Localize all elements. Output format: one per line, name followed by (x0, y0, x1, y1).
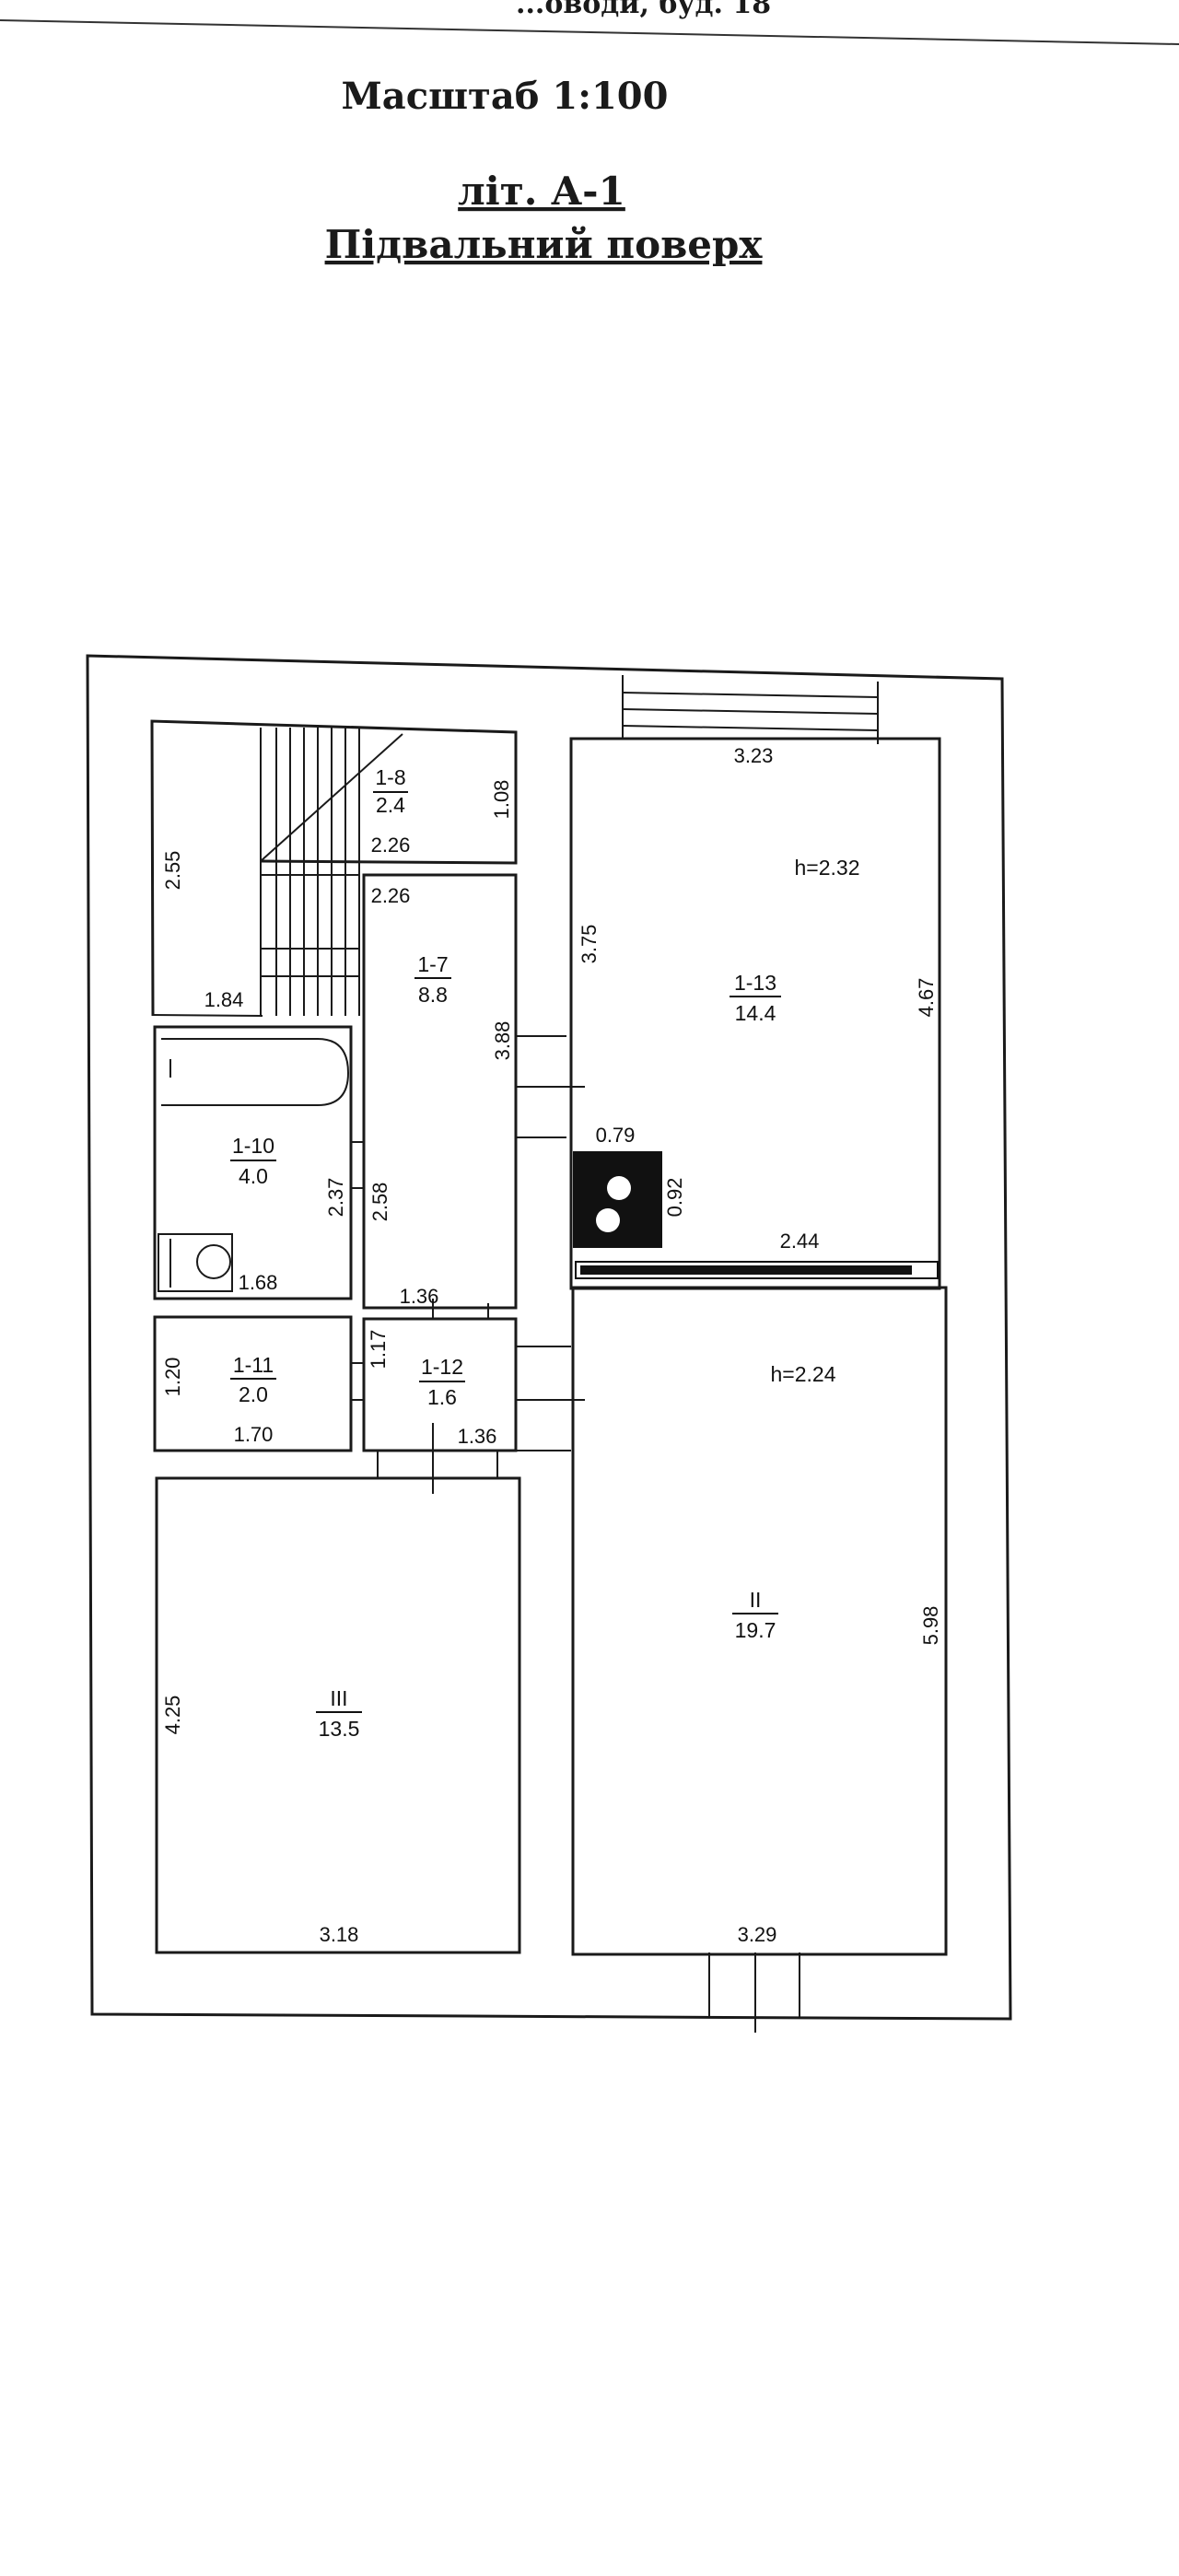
svg-text:3.18: 3.18 (320, 1923, 359, 1946)
svg-text:2.26: 2.26 (371, 884, 411, 907)
svg-text:1.70: 1.70 (234, 1423, 274, 1446)
room-1-7-outline (362, 873, 518, 1310)
room-1-10-outline (153, 1025, 353, 1300)
scale-title: Масштаб 1:100 (342, 75, 669, 118)
svg-text:2.44: 2.44 (780, 1230, 820, 1253)
svg-text:0.92: 0.92 (663, 1178, 686, 1218)
svg-text:3.88: 3.88 (491, 1021, 514, 1061)
room-III-outline (155, 1476, 521, 1954)
svg-text:4.25: 4.25 (161, 1696, 184, 1735)
svg-text:14.4: 14.4 (735, 1001, 776, 1025)
svg-text:1-10: 1-10 (232, 1134, 274, 1158)
room-label-1-13: 1-13 14.4 (730, 971, 781, 1025)
opening-ticks (351, 1035, 800, 2033)
svg-text:1.84: 1.84 (204, 988, 244, 1011)
svg-text:0.79: 0.79 (596, 1124, 636, 1147)
svg-text:II: II (750, 1588, 762, 1612)
svg-text:5.98: 5.98 (919, 1606, 942, 1646)
svg-text:1-12: 1-12 (421, 1355, 463, 1379)
room-II-outline (571, 1286, 948, 1956)
outer-wall (86, 654, 1012, 2021)
liter-title: літ. А-1 (458, 169, 625, 214)
bathtub-shape (161, 1038, 350, 1106)
svg-text:2.4: 2.4 (376, 793, 405, 817)
svg-text:1-7: 1-7 (417, 952, 448, 976)
svg-text:8.8: 8.8 (418, 983, 448, 1007)
room-label-1-11: 1-11 2.0 (230, 1353, 276, 1406)
svg-text:1-11: 1-11 (233, 1353, 274, 1377)
svg-text:4.0: 4.0 (239, 1164, 268, 1188)
dimension-labels: 3.23 2.26 2.26 1.84 0.79 2.44 1.68 1.36 … (161, 744, 942, 1946)
height-lower: h=2.24 (771, 1362, 836, 1386)
svg-text:1.36: 1.36 (400, 1285, 439, 1308)
stair-block (150, 719, 518, 1017)
stair-steps (260, 728, 360, 1016)
room-label-III: III 13.5 (316, 1686, 362, 1741)
chimney-block (573, 1151, 662, 1248)
floor-title: Підвальний поверх (325, 222, 764, 267)
svg-text:1-13: 1-13 (734, 971, 776, 995)
svg-text:13.5: 13.5 (319, 1717, 360, 1741)
room-label-II: II 19.7 (732, 1588, 778, 1642)
svg-text:1.6: 1.6 (427, 1385, 457, 1409)
room-label-1-12: 1-12 1.6 (419, 1355, 465, 1409)
svg-text:1.08: 1.08 (490, 780, 513, 820)
height-upper: h=2.32 (795, 856, 860, 880)
svg-text:2.58: 2.58 (368, 1183, 391, 1222)
toilet-shape (158, 1233, 233, 1292)
svg-text:1.36: 1.36 (458, 1425, 497, 1448)
svg-text:2.37: 2.37 (324, 1178, 347, 1218)
svg-text:3.23: 3.23 (734, 744, 774, 767)
svg-text:2.26: 2.26 (371, 833, 411, 857)
room-1-12-outline (362, 1317, 518, 1452)
room-label-1-7: 1-7 8.8 (414, 952, 451, 1007)
svg-text:3.29: 3.29 (738, 1923, 777, 1946)
address-fragment: ...оводи, буд. 18 (516, 0, 771, 20)
svg-text:2.55: 2.55 (161, 851, 184, 891)
svg-text:1-8: 1-8 (375, 765, 405, 789)
svg-text:19.7: 19.7 (735, 1618, 776, 1642)
room-label-1-10: 1-10 4.0 (230, 1134, 276, 1188)
svg-text:3.75: 3.75 (578, 925, 601, 964)
svg-text:4.67: 4.67 (915, 978, 938, 1018)
top-window (622, 675, 879, 744)
top-border-line (0, 19, 1179, 45)
svg-text:1.20: 1.20 (161, 1358, 184, 1397)
svg-text:2.0: 2.0 (239, 1382, 268, 1406)
room-label-1-8: 1-8 2.4 (373, 765, 408, 817)
svg-text:1.17: 1.17 (367, 1330, 390, 1370)
svg-text:III: III (330, 1686, 347, 1710)
svg-text:1.68: 1.68 (239, 1271, 278, 1294)
room-1-11-outline (153, 1315, 353, 1452)
